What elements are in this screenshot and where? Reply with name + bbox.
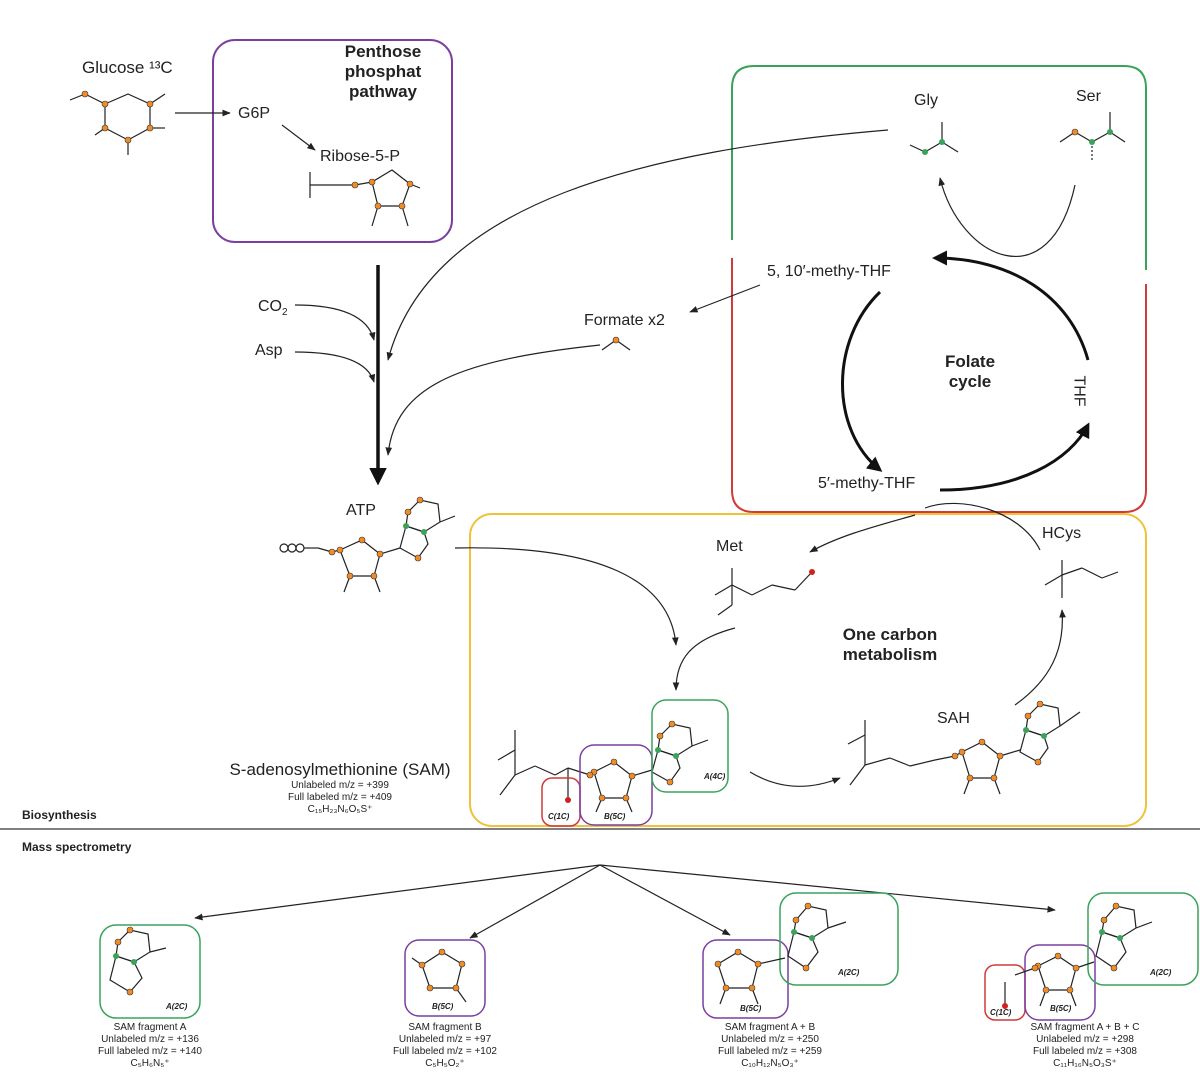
sam-full-labeled: Full labeled m/z = +409 (288, 792, 392, 803)
gly-to-atp-arrow (386, 129, 889, 361)
met-molecule (714, 568, 813, 616)
frag1-tag-a: A(2C) (166, 1002, 188, 1011)
fragment-title: SAM fragment A (113, 1022, 187, 1033)
frag4-tag-a: A(2C) (1150, 968, 1172, 977)
folate-arrow-methylene-to-methyl (841, 290, 883, 472)
ppp-box (212, 39, 453, 243)
fragment-caption-1: SAM fragment A Unlabeled m/z = +136 Full… (70, 1022, 230, 1070)
asp-label: Asp (255, 342, 283, 359)
sam-unlabeled: Unlabeled m/z = +399 (291, 780, 389, 791)
g6p-label: G6P (238, 105, 271, 122)
sam-tag-a: A(4C) (704, 772, 726, 781)
ppp-title: Penthose phosphat pathway (344, 42, 422, 101)
frag3-box-b (702, 939, 789, 1019)
biosynthesis-label: Biosynthesis (22, 808, 97, 822)
sam-molecule (497, 723, 709, 813)
frag4-box-a (1087, 892, 1199, 986)
fragment-caption-4: SAM fragment A + B + C Unlabeled m/z = +… (1005, 1022, 1165, 1070)
frag2-box-b (404, 939, 486, 1017)
fragment-full-labeled: Full labeled m/z = +259 (718, 1046, 822, 1057)
folate-arrow-thf-to-methylene (932, 250, 1090, 361)
sam-tag-c: C(1C) (548, 812, 570, 821)
fragment-unlabeled: Unlabeled m/z = +298 (1036, 1034, 1134, 1045)
glucose-label: Glucose ¹³C (82, 58, 173, 77)
fragment-title: SAM fragment A + B + C (1030, 1022, 1140, 1033)
gly-label: Gly (914, 92, 938, 109)
atp-label: ATP (346, 502, 376, 519)
mass-spectrometry-label: Mass spectrometry (22, 840, 132, 854)
formate-label: Formate x2 (584, 312, 665, 329)
fragment-unlabeled: Unlabeled m/z = +97 (398, 1034, 492, 1045)
mass-spec-arrows (194, 864, 1056, 939)
folate-title: Folate cycle (944, 352, 996, 391)
folate-red-box (731, 258, 1147, 513)
methylene-thf-label: 5, 10′-methy-THF (767, 263, 891, 280)
ribose5p-molecule (309, 169, 421, 227)
folate-green-box (731, 65, 1147, 270)
ribose5p-label: Ribose-5-P (320, 148, 401, 165)
met-label: Met (716, 538, 743, 555)
methyl-thf-label: 5′-methy-THF (818, 475, 916, 492)
fragment-title: SAM fragment B (408, 1022, 482, 1033)
frag4-tag-b: B(5C) (1050, 1004, 1072, 1013)
fragment-title: SAM fragment A + B (724, 1022, 816, 1033)
sam-name: S-adenosylmethionine (SAM) (229, 760, 451, 779)
ser-label: Ser (1076, 88, 1101, 105)
one-carbon-box (469, 513, 1147, 827)
fragment-formula: C₁₁H₁₆N₅O₃S⁺ (1053, 1058, 1117, 1069)
fragment-full-labeled: Full labeled m/z = +140 (98, 1046, 202, 1057)
ser-molecule (1059, 112, 1126, 160)
folate-arrow-methyl-to-thf (939, 422, 1090, 492)
fragment-formula: C₅H₅O₂⁺ (425, 1058, 465, 1069)
fragment-caption-2: SAM fragment B Unlabeled m/z = +97 Full … (365, 1022, 525, 1070)
sam-box-b (579, 744, 653, 826)
fragment-caption-3: SAM fragment A + B Unlabeled m/z = +250 … (690, 1022, 850, 1070)
fragment-unlabeled: Unlabeled m/z = +136 (101, 1034, 199, 1045)
hcys-molecule (1044, 560, 1119, 598)
sam-box-a (651, 699, 729, 793)
sam-tag-b: B(5C) (604, 812, 626, 821)
fragment-formula: C₅H₆N₅⁺ (130, 1058, 170, 1069)
frag3-box-a (779, 892, 899, 986)
hcys-label: HCys (1042, 525, 1082, 542)
one-carbon-title: One carbon metabolism (842, 625, 938, 664)
fragment-unlabeled: Unlabeled m/z = +250 (721, 1034, 819, 1045)
fragment-full-labeled: Full labeled m/z = +308 (1033, 1046, 1137, 1057)
gly-molecule (909, 122, 959, 153)
thf-label: THF (1070, 375, 1088, 407)
frag1-box-a (99, 924, 201, 1019)
frag4-tag-c: C(1C) (990, 1008, 1012, 1017)
frag3-tag-a: A(2C) (838, 968, 860, 977)
sah-label: SAH (937, 710, 970, 727)
co2-label: CO2 (258, 298, 288, 319)
frag2-tag-b: B(5C) (432, 1002, 454, 1011)
fragment-formula: C₁₀H₁₂N₅O₃⁺ (741, 1058, 799, 1069)
sam-formula: C₁₅H₂₃N₆O₅S⁺ (307, 804, 373, 815)
frag3-tag-b: B(5C) (740, 1004, 762, 1013)
fragment-full-labeled: Full labeled m/z = +102 (393, 1046, 497, 1057)
